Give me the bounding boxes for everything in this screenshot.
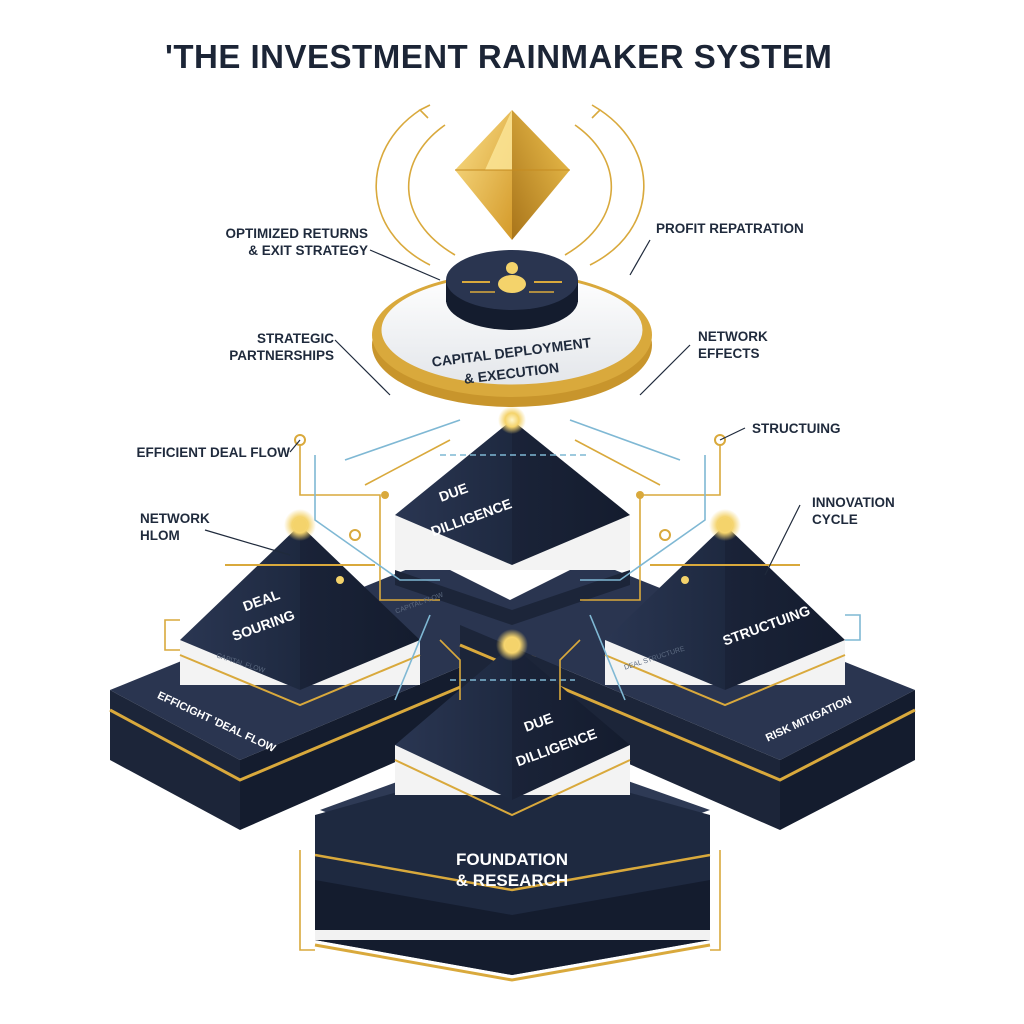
foundation-label-2: & RESEARCH <box>456 871 568 890</box>
page-title: 'THE INVESTMENT RAINMAKER SYSTEM <box>165 38 833 75</box>
left-pyramid <box>179 525 421 707</box>
callout-optimized-returns: OPTIMIZED RETURNS & EXIT STRATEGY <box>225 226 368 258</box>
back-pyramid <box>395 420 630 625</box>
callout-network-hlom: NETWORK HLOM <box>140 511 210 543</box>
callout-structuing: STRUCTUING <box>752 421 841 436</box>
callout-innovation-cycle: INNOVATION CYCLE <box>812 495 895 527</box>
foundation-label-1: FOUNDATION <box>456 850 568 869</box>
callout-strategic-partnerships: STRATEGIC PARTNERSHIPS <box>229 331 334 363</box>
callout-profit-repatriation: PROFIT REPATRATION <box>656 221 804 236</box>
foundation-platform <box>314 740 711 982</box>
callout-leaders <box>204 239 801 576</box>
capital-deployment-disc <box>372 250 652 407</box>
orbit-arcs <box>375 104 645 266</box>
glow-nodes <box>284 406 741 661</box>
flow-lines <box>164 419 861 951</box>
right-pyramid <box>604 525 846 707</box>
gold-gem-icon <box>455 110 570 274</box>
callout-efficient-deal-flow: EFFICIENT DEAL FLOW <box>136 445 291 460</box>
front-pyramid <box>394 645 631 817</box>
callout-network-effects: NETWORK EFFECTS <box>698 329 768 361</box>
